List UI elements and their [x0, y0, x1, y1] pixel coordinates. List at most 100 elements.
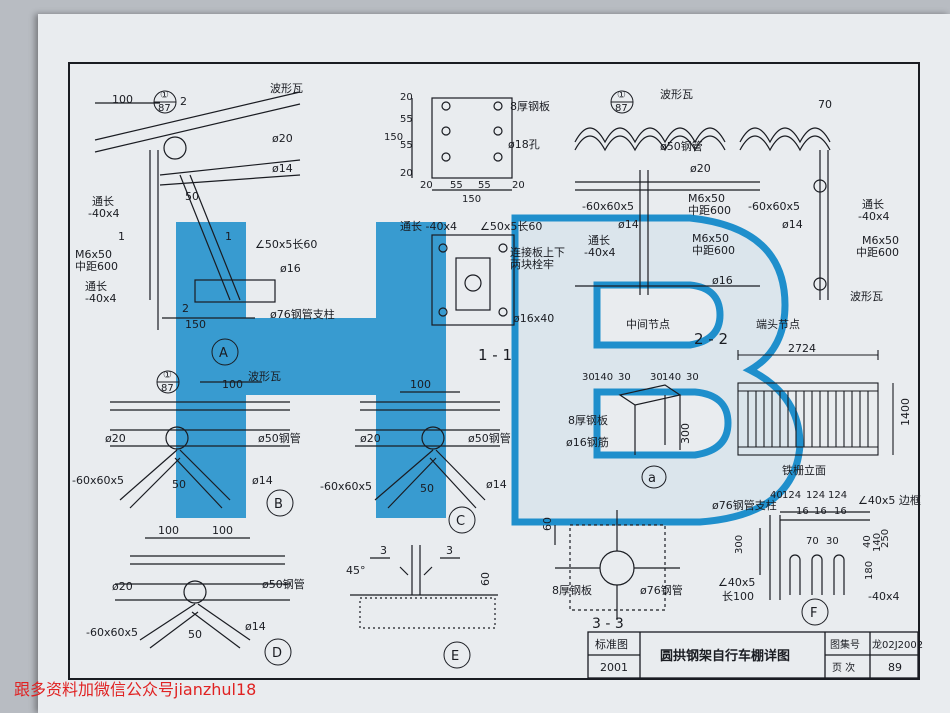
detail-f-mid-dim2: 16: [834, 506, 847, 517]
plate-dim-v1: 55: [400, 114, 413, 125]
detail-b-dim50: 50: [172, 478, 186, 491]
detail-b-marker-circle: [266, 489, 294, 517]
section-11-drawing: [431, 234, 515, 326]
hb-logo: [176, 214, 804, 526]
detail-a-bolt: M6x50: [75, 248, 112, 261]
detail-f-angle: ∠40x5: [718, 576, 755, 589]
detail-d-dim50: 50: [188, 628, 202, 641]
section-22-bolt2-spacing: 中距600: [692, 244, 735, 257]
detail-a-ref-top: ①: [160, 90, 169, 101]
detail-a-sec-2: 2: [180, 95, 187, 108]
section-22-bolt3: M6x50: [862, 234, 899, 247]
section-22-pipe: ø50钢管: [660, 139, 703, 153]
detail-b-ref: ① 87: [156, 370, 180, 394]
section-22-wave-tile2: 波形瓦: [850, 290, 883, 303]
detail-c-marker-circle: [448, 506, 476, 534]
detail-e-sec-a: 3: [380, 544, 387, 557]
section-22-strip: 通长: [862, 198, 884, 211]
detail-b-drawing: [110, 381, 290, 509]
detail-small-a-dim4: 140: [662, 372, 681, 383]
detail-a-phi14: ø14: [272, 162, 293, 175]
plate-total-v: 150: [384, 132, 403, 143]
detail-b-phi20: ø20: [105, 432, 126, 445]
detail-f-v-dim0: 40: [862, 535, 873, 548]
detail-a-ref-bottom: 87: [158, 103, 171, 114]
detail-a-marker: A: [219, 346, 228, 361]
section-22-plate: -60x60x5: [582, 200, 634, 213]
logo-letter-b: [511, 214, 804, 526]
plate-dim-v3: 20: [400, 168, 413, 179]
detail-a-strip: 通长: [92, 195, 114, 208]
section-22-phi20: ø20: [690, 162, 711, 175]
plate-drawing: [411, 97, 513, 191]
detail-c-dim50: 50: [420, 482, 434, 495]
section-22-wave-tile: 波形瓦: [660, 88, 693, 101]
section-22-bolt-spacing: 中距600: [688, 204, 731, 217]
detail-e-angle: 45°: [346, 564, 366, 577]
detail-c-plate: -60x60x5: [320, 480, 372, 493]
detail-d-phi20: ø20: [112, 580, 133, 593]
section-33-drawing: [554, 510, 680, 620]
detail-c-marker: C: [456, 514, 465, 529]
section-22-end-node: 端头节点: [756, 318, 800, 331]
section-11-angle: ∠50x5长60: [480, 220, 542, 233]
section-22-phi16: ø16: [712, 274, 733, 287]
detail-small-a-dim2: 30: [618, 372, 631, 383]
plate-total-h: 150: [462, 194, 481, 205]
detail-c-phi20: ø20: [360, 432, 381, 445]
section-11-strip: 通长 -40x4: [400, 220, 457, 233]
detail-a-phi20: ø20: [272, 132, 293, 145]
detail-d-drawing: [115, 537, 290, 649]
detail-f-marker-circle: [801, 598, 829, 626]
detail-f-v-dim3: 250: [880, 529, 891, 548]
section-22-ref: ① 87: [610, 90, 634, 114]
title-year: 2001: [600, 661, 628, 674]
section-22-phi14b: ø14: [782, 218, 803, 231]
drawing-frame: [68, 62, 920, 680]
detail-e-dim: 60: [479, 572, 492, 586]
detail-c-phi14: ø14: [486, 478, 507, 491]
detail-f-top-dim1: 124: [782, 490, 801, 501]
detail-b-marker: B: [274, 497, 283, 512]
detail-a-bolt-spacing: 中距600: [75, 260, 118, 273]
section-22-drawing: [574, 127, 831, 300]
detail-f-v-dim2: 180: [864, 561, 875, 580]
section-22-phi14: ø14: [618, 218, 639, 231]
detail-f-angle-len: 长100: [722, 590, 754, 603]
section-22-plate2: -60x60x5: [748, 200, 800, 213]
plate-dim-v0: 20: [400, 92, 413, 103]
detail-f-dim300: 300: [734, 535, 745, 554]
section-22-bolt3-spacing: 中距600: [856, 246, 899, 259]
detail-b-phi14: ø14: [252, 474, 273, 487]
section-22-mid-node: 中间节点: [626, 318, 670, 331]
title-page-label: 页 次: [832, 661, 855, 674]
detail-d-pipe: ø50钢管: [262, 577, 305, 591]
detail-a-sec-1b: 1: [225, 230, 232, 243]
detail-e-drawing: [350, 545, 498, 629]
section-22-bolt2: M6x50: [692, 232, 729, 245]
detail-b-wave: 波形瓦: [248, 370, 281, 383]
detail-f-mid-dim0: 16: [796, 506, 809, 517]
detail-small-a-dim1: 140: [594, 372, 613, 383]
detail-small-a-dim0: 30: [582, 372, 595, 383]
detail-a-dim-150: 150: [185, 318, 206, 331]
plate-dim-h3: 20: [512, 180, 525, 191]
detail-a-post: ø76钢管支柱: [270, 307, 335, 321]
section-22-strip2: 通长: [588, 234, 610, 247]
detail-f-mid-dim1: 16: [814, 506, 827, 517]
section-11-bar: ø16x40: [513, 312, 554, 325]
plate-dim-h2: 55: [478, 180, 491, 191]
plate-dim-v2: 55: [400, 140, 413, 151]
section-33-pipe: ø76钢管: [640, 583, 683, 597]
detail-small-a-circle: [641, 465, 667, 489]
fence-drawing: [737, 350, 894, 456]
section-22-dim70: 70: [818, 98, 832, 111]
section-33-dim: 60: [541, 517, 554, 531]
detail-a-dim-100: 100: [112, 93, 133, 106]
detail-f-edge: ∠40x5 边框: [858, 494, 921, 507]
detail-f-marker: F: [810, 606, 817, 621]
logo-letter-h: [176, 222, 446, 518]
title-page-no: 89: [888, 661, 902, 674]
detail-f-v-dim1: 140: [872, 533, 883, 552]
